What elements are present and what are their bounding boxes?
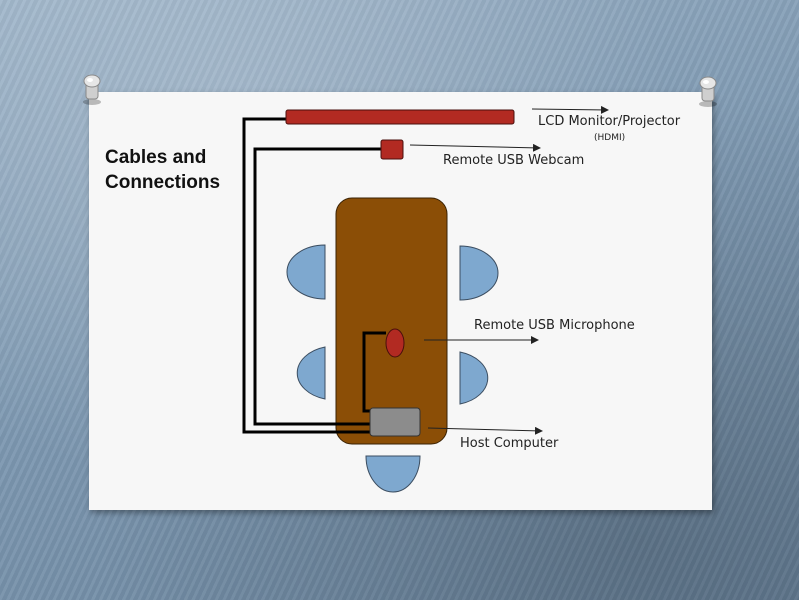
slide-title-line2: Connections <box>105 172 221 193</box>
host-computer-device <box>369 407 421 437</box>
chair-left-top <box>286 244 326 300</box>
pushpin-left-icon <box>83 74 101 105</box>
label-webcam: Remote USB Webcam <box>443 153 585 168</box>
pushpin-right-icon <box>699 76 717 107</box>
chair-right-bottom <box>459 351 489 405</box>
conference-table <box>335 197 448 445</box>
chair-bottom <box>365 455 421 493</box>
slide-title-line1: Cables and <box>105 147 207 168</box>
arrow-lcd <box>531 105 609 114</box>
chair-right-top <box>459 245 499 301</box>
arrow-webcam <box>409 143 541 152</box>
chair-left-bottom <box>296 346 326 400</box>
hdmi-cable <box>242 117 371 434</box>
lcd-monitor-projector <box>285 109 515 125</box>
microphone-cable <box>362 331 386 413</box>
slide-title: Cables and Connections <box>105 145 265 195</box>
label-lcd-monitor: LCD Monitor/Projector <box>538 114 681 129</box>
label-host-computer: Host Computer <box>460 436 559 451</box>
webcam-cable <box>253 147 381 426</box>
webcam-device <box>380 139 404 160</box>
label-microphone: Remote USB Microphone <box>474 318 635 333</box>
label-hdmi: (HDMI) <box>594 133 626 143</box>
arrow-host-computer <box>427 426 543 435</box>
microphone-device <box>385 328 405 358</box>
